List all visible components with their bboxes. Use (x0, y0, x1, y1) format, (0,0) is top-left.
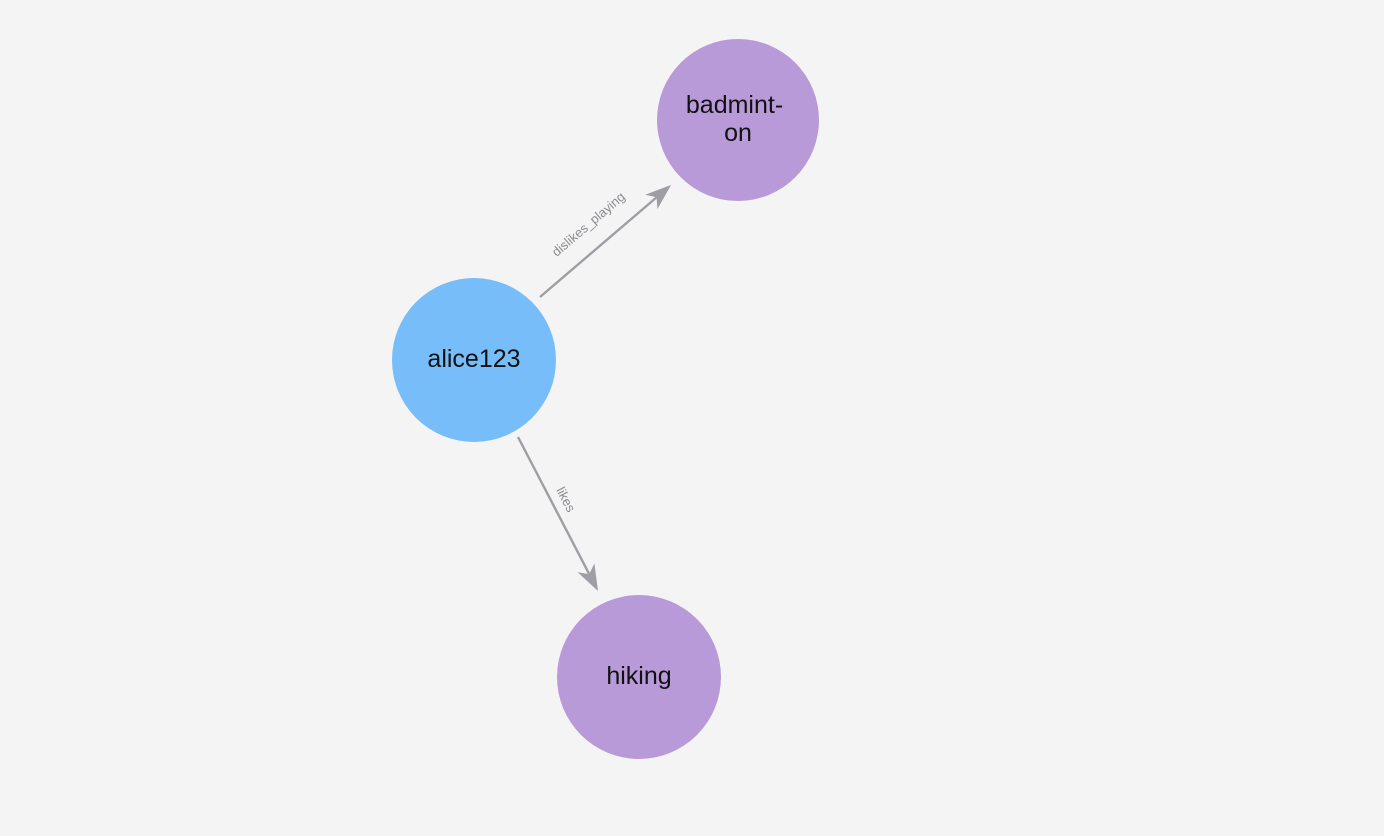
edge-arrowhead-icon (645, 185, 671, 210)
node-badminton[interactable]: badmint- on (657, 39, 819, 201)
edge-line (539, 194, 660, 298)
edge-arrowhead-icon (577, 563, 598, 591)
node-alice123[interactable]: alice123 (392, 278, 556, 442)
node-circle[interactable] (657, 39, 819, 201)
node-circle[interactable] (392, 278, 556, 442)
edge-line (516, 436, 592, 578)
node-hiking[interactable]: hiking (557, 595, 721, 759)
node-circle[interactable] (557, 595, 721, 759)
